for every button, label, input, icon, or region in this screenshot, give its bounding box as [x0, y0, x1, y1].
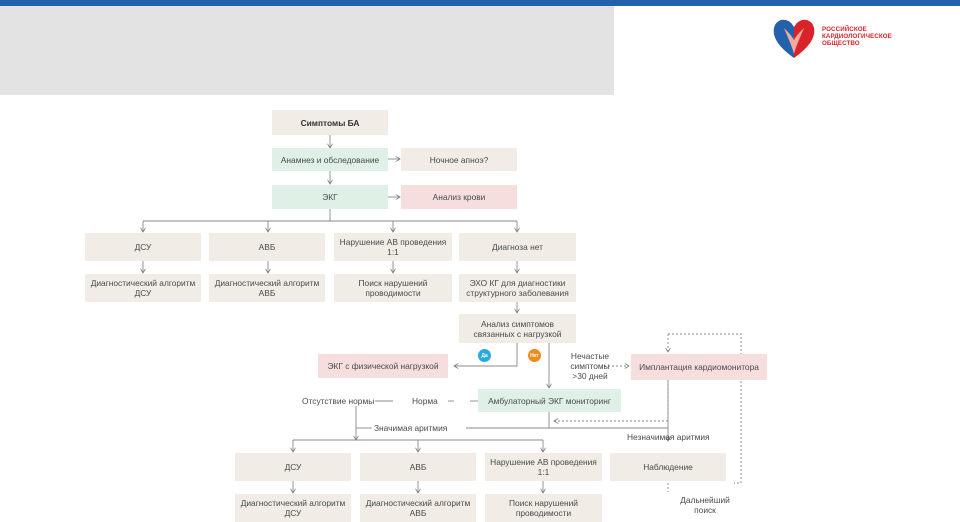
no-badge: Нет — [528, 349, 541, 362]
logo: РОССИЙСКОЕ КАРДИОЛОГИЧЕСКОЕ ОБЩЕСТВО — [770, 14, 920, 64]
further-search-label: Дальнейший поиск — [680, 495, 730, 515]
logo-line-1: РОССИЙСКОЕ — [822, 26, 867, 33]
algorithm-avb-box-2: Диагностический алгоритм АВБ — [360, 494, 476, 522]
dsu-box-2: ДСУ — [235, 453, 351, 481]
history-box: Анамнез и обследование — [272, 148, 388, 171]
search-conduction-box-2: Поиск нарушений проводимости — [485, 494, 602, 522]
search-conduction-box: Поиск нарушений проводимости — [334, 274, 452, 302]
no-norm-label: Отсутствие нормы — [302, 396, 375, 406]
no-diagnosis-box: Диагноза нет — [459, 233, 576, 261]
holter-box: Амбулаторный ЭКГ мониторинг — [478, 389, 621, 412]
ecg-box: ЭКГ — [272, 185, 388, 209]
algorithm-dsu-box-2: Диагностический алгоритм ДСУ — [235, 494, 351, 522]
av-conduction-box: Нарушение АВ проведения 1:1 — [334, 233, 452, 261]
avb-box: АВБ — [209, 233, 325, 261]
rare-symptoms-label: Нечастые симптомы >30 дней — [570, 351, 610, 381]
insignificant-arrhythmia-label: Незначимая аритмия — [627, 432, 710, 442]
stress-ecg-box: ЭКГ с физической нагрузкой — [318, 354, 448, 378]
exercise-analysis-box: Анализ симптомов связанных с нагрузкой — [459, 314, 576, 343]
symptoms-box: Симптомы БА — [272, 110, 388, 135]
yes-badge: Да — [478, 349, 491, 362]
norm-label: Норма — [412, 396, 438, 406]
avb-box-2: АВБ — [360, 453, 476, 481]
av-conduction-box-2: Нарушение АВ проведения 1:1 — [485, 453, 602, 481]
echo-box: ЭХО КГ для диагностики структурного забо… — [459, 274, 576, 302]
heart-logo-icon — [773, 19, 815, 59]
top-bar — [0, 0, 960, 6]
implant-monitor-box: Имплантация кардиомонитора — [631, 354, 767, 380]
significant-arrhythmia-label: Значимая аритмия — [374, 423, 448, 433]
logo-line-3: ОБЩЕСТВО — [822, 40, 860, 47]
observation-box: Наблюдение — [610, 453, 726, 481]
logo-text: РОССИЙСКОЕ КАРДИОЛОГИЧЕСКОЕ ОБЩЕСТВО — [822, 26, 892, 47]
sleep-apnea-box: Ночное апноэ? — [401, 148, 517, 171]
logo-line-2: КАРДИОЛОГИЧЕСКОЕ — [822, 33, 892, 40]
blood-test-box: Анализ крови — [401, 185, 517, 209]
algorithm-avb-box: Диагностический алгоритм АВБ — [209, 274, 325, 302]
dsu-box: ДСУ — [85, 233, 201, 261]
title-banner — [0, 6, 614, 95]
algorithm-dsu-box: Диагностический алгоритм ДСУ — [85, 274, 201, 302]
